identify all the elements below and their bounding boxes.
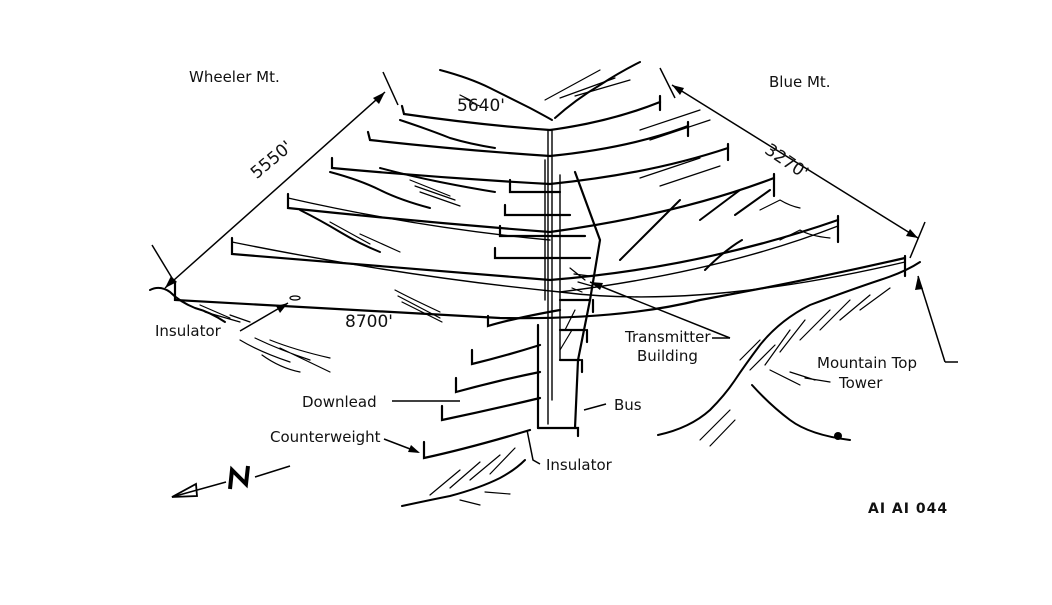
terrain-blue-mountain	[657, 261, 921, 447]
terrain-base-valley	[401, 447, 526, 507]
terrain-top-ridge	[439, 61, 641, 121]
transmitter-building-label-line2: Building	[637, 347, 698, 365]
dimension-label-5640: 5640'	[457, 96, 505, 116]
callout-leaders	[239, 281, 731, 465]
transmitter-building	[559, 267, 593, 351]
mountain-top-tower-label-line2: Tower	[839, 374, 883, 392]
figure-code: AI AI 044	[868, 501, 949, 517]
dimension-wheeler-side	[151, 71, 399, 289]
wheeler-mountain-label: Wheeler Mt.	[189, 68, 280, 86]
downlead-structure	[493, 129, 602, 438]
transmitter-building-label-line1: Transmitter	[625, 328, 711, 346]
bus-label: Bus	[614, 396, 642, 414]
downlead-label: Downlead	[302, 393, 377, 411]
lower-side-wires	[422, 308, 562, 460]
north-arrow-icon	[171, 465, 291, 498]
dimension-blue-side	[659, 67, 926, 259]
terrain-blue-side	[619, 109, 831, 271]
blue-mountain-label: Blue Mt.	[769, 73, 831, 91]
mountain-top-tower-label-line1: Mountain Top	[817, 354, 917, 372]
insulator-span-label: Insulator	[155, 322, 221, 340]
antenna-spans	[173, 94, 907, 320]
insulator-base-label: Insulator	[546, 456, 612, 474]
counterweight-label: Counterweight	[270, 428, 381, 446]
dimension-label-8700: 8700'	[345, 312, 393, 332]
dimension-tower-leader	[915, 275, 958, 363]
